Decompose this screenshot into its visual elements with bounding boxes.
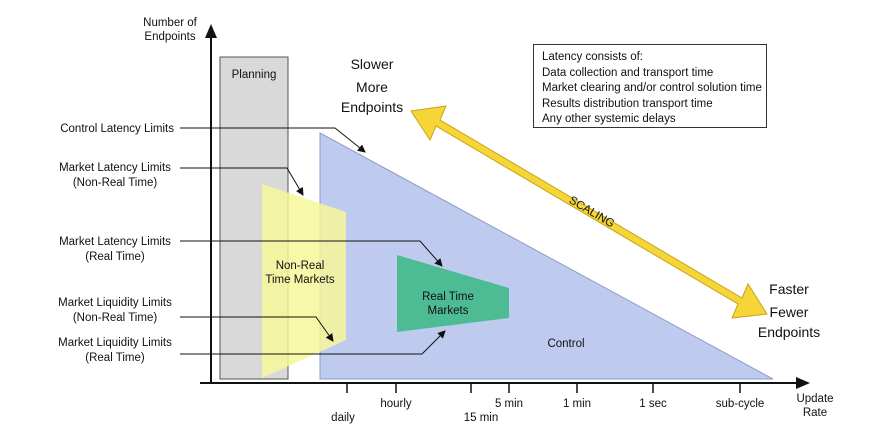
endpoints-bottom-label: Endpoints	[758, 324, 820, 340]
control-label: Control	[547, 338, 584, 350]
real-time-markets-region	[397, 255, 509, 332]
tick-label-1min: 1 min	[563, 398, 591, 410]
tick-label-daily: daily	[331, 412, 355, 424]
planning-label: Planning	[232, 69, 277, 81]
latency-box-item: Data collection and transport time	[542, 66, 714, 79]
real-time-label-line2: Markets	[428, 305, 469, 317]
faster-label: Faster	[769, 281, 809, 297]
non-real-time-label-line1: Non-Real	[276, 260, 325, 272]
real-time-label-line1: Real Time	[422, 291, 474, 303]
latency-box-item: Results distribution transport time	[542, 97, 713, 110]
endpoints-top-label: Endpoints	[341, 99, 403, 115]
tick-label-15min: 15 min	[464, 412, 499, 424]
y-axis-label-line1: Number of	[143, 17, 197, 29]
market-liquidity-rt-label-line1: Market Liquidity Limits	[58, 337, 172, 349]
market-liquidity-nrt-label-line1: Market Liquidity Limits	[58, 297, 172, 309]
market-latency-rt-label-line1: Market Latency Limits	[59, 236, 171, 248]
market-liquidity-nrt-label-line2: (Non-Real Time)	[73, 312, 158, 324]
leader-lines	[180, 127, 446, 355]
market-latency-nrt-label-line2: (Non-Real Time)	[73, 177, 158, 189]
control-latency-label: Control Latency Limits	[60, 123, 174, 135]
market-liquidity-rt-label-line2: (Real Time)	[85, 352, 145, 364]
latency-box-item: Any other systemic delays	[542, 113, 676, 125]
x-axis-label-line1: Update	[796, 393, 833, 405]
market-latency-nrt-label-line1: Market Latency Limits	[59, 162, 171, 174]
x-ticks	[346, 383, 741, 393]
y-axis-arrowhead	[205, 24, 217, 38]
slower-label: Slower	[351, 56, 394, 72]
leader-market-liquidity-rt	[180, 330, 446, 355]
leader-market-liquidity-nrt	[180, 316, 334, 342]
latency-box-title: Latency consists of:	[542, 51, 643, 63]
fewer-label: Fewer	[770, 304, 809, 320]
tick-label-5min: 5 min	[495, 398, 523, 410]
non-real-time-label-line2: Time Markets	[265, 274, 334, 286]
y-axis-label-line2: Endpoints	[144, 31, 195, 43]
more-label: More	[356, 79, 388, 95]
tick-label-subcycle: sub-cycle	[716, 398, 765, 410]
leader-market-latency-rt	[180, 240, 443, 267]
latency-box-item: Market clearing and/or control solution …	[542, 82, 762, 94]
market-latency-rt-label-line2: (Real Time)	[85, 251, 145, 263]
tick-label-1sec: 1 sec	[639, 398, 667, 410]
leader-control-latency	[180, 127, 366, 153]
x-axis-arrowhead	[796, 377, 810, 389]
scaling-label: SCALING	[567, 194, 617, 230]
x-axis-label-line2: Rate	[803, 407, 827, 419]
latency-info-box: Latency consists of: Data collection and…	[533, 44, 767, 128]
leader-market-latency-nrt	[180, 167, 304, 196]
tick-label-hourly: hourly	[380, 398, 412, 410]
scaling-arrow	[410, 105, 768, 319]
